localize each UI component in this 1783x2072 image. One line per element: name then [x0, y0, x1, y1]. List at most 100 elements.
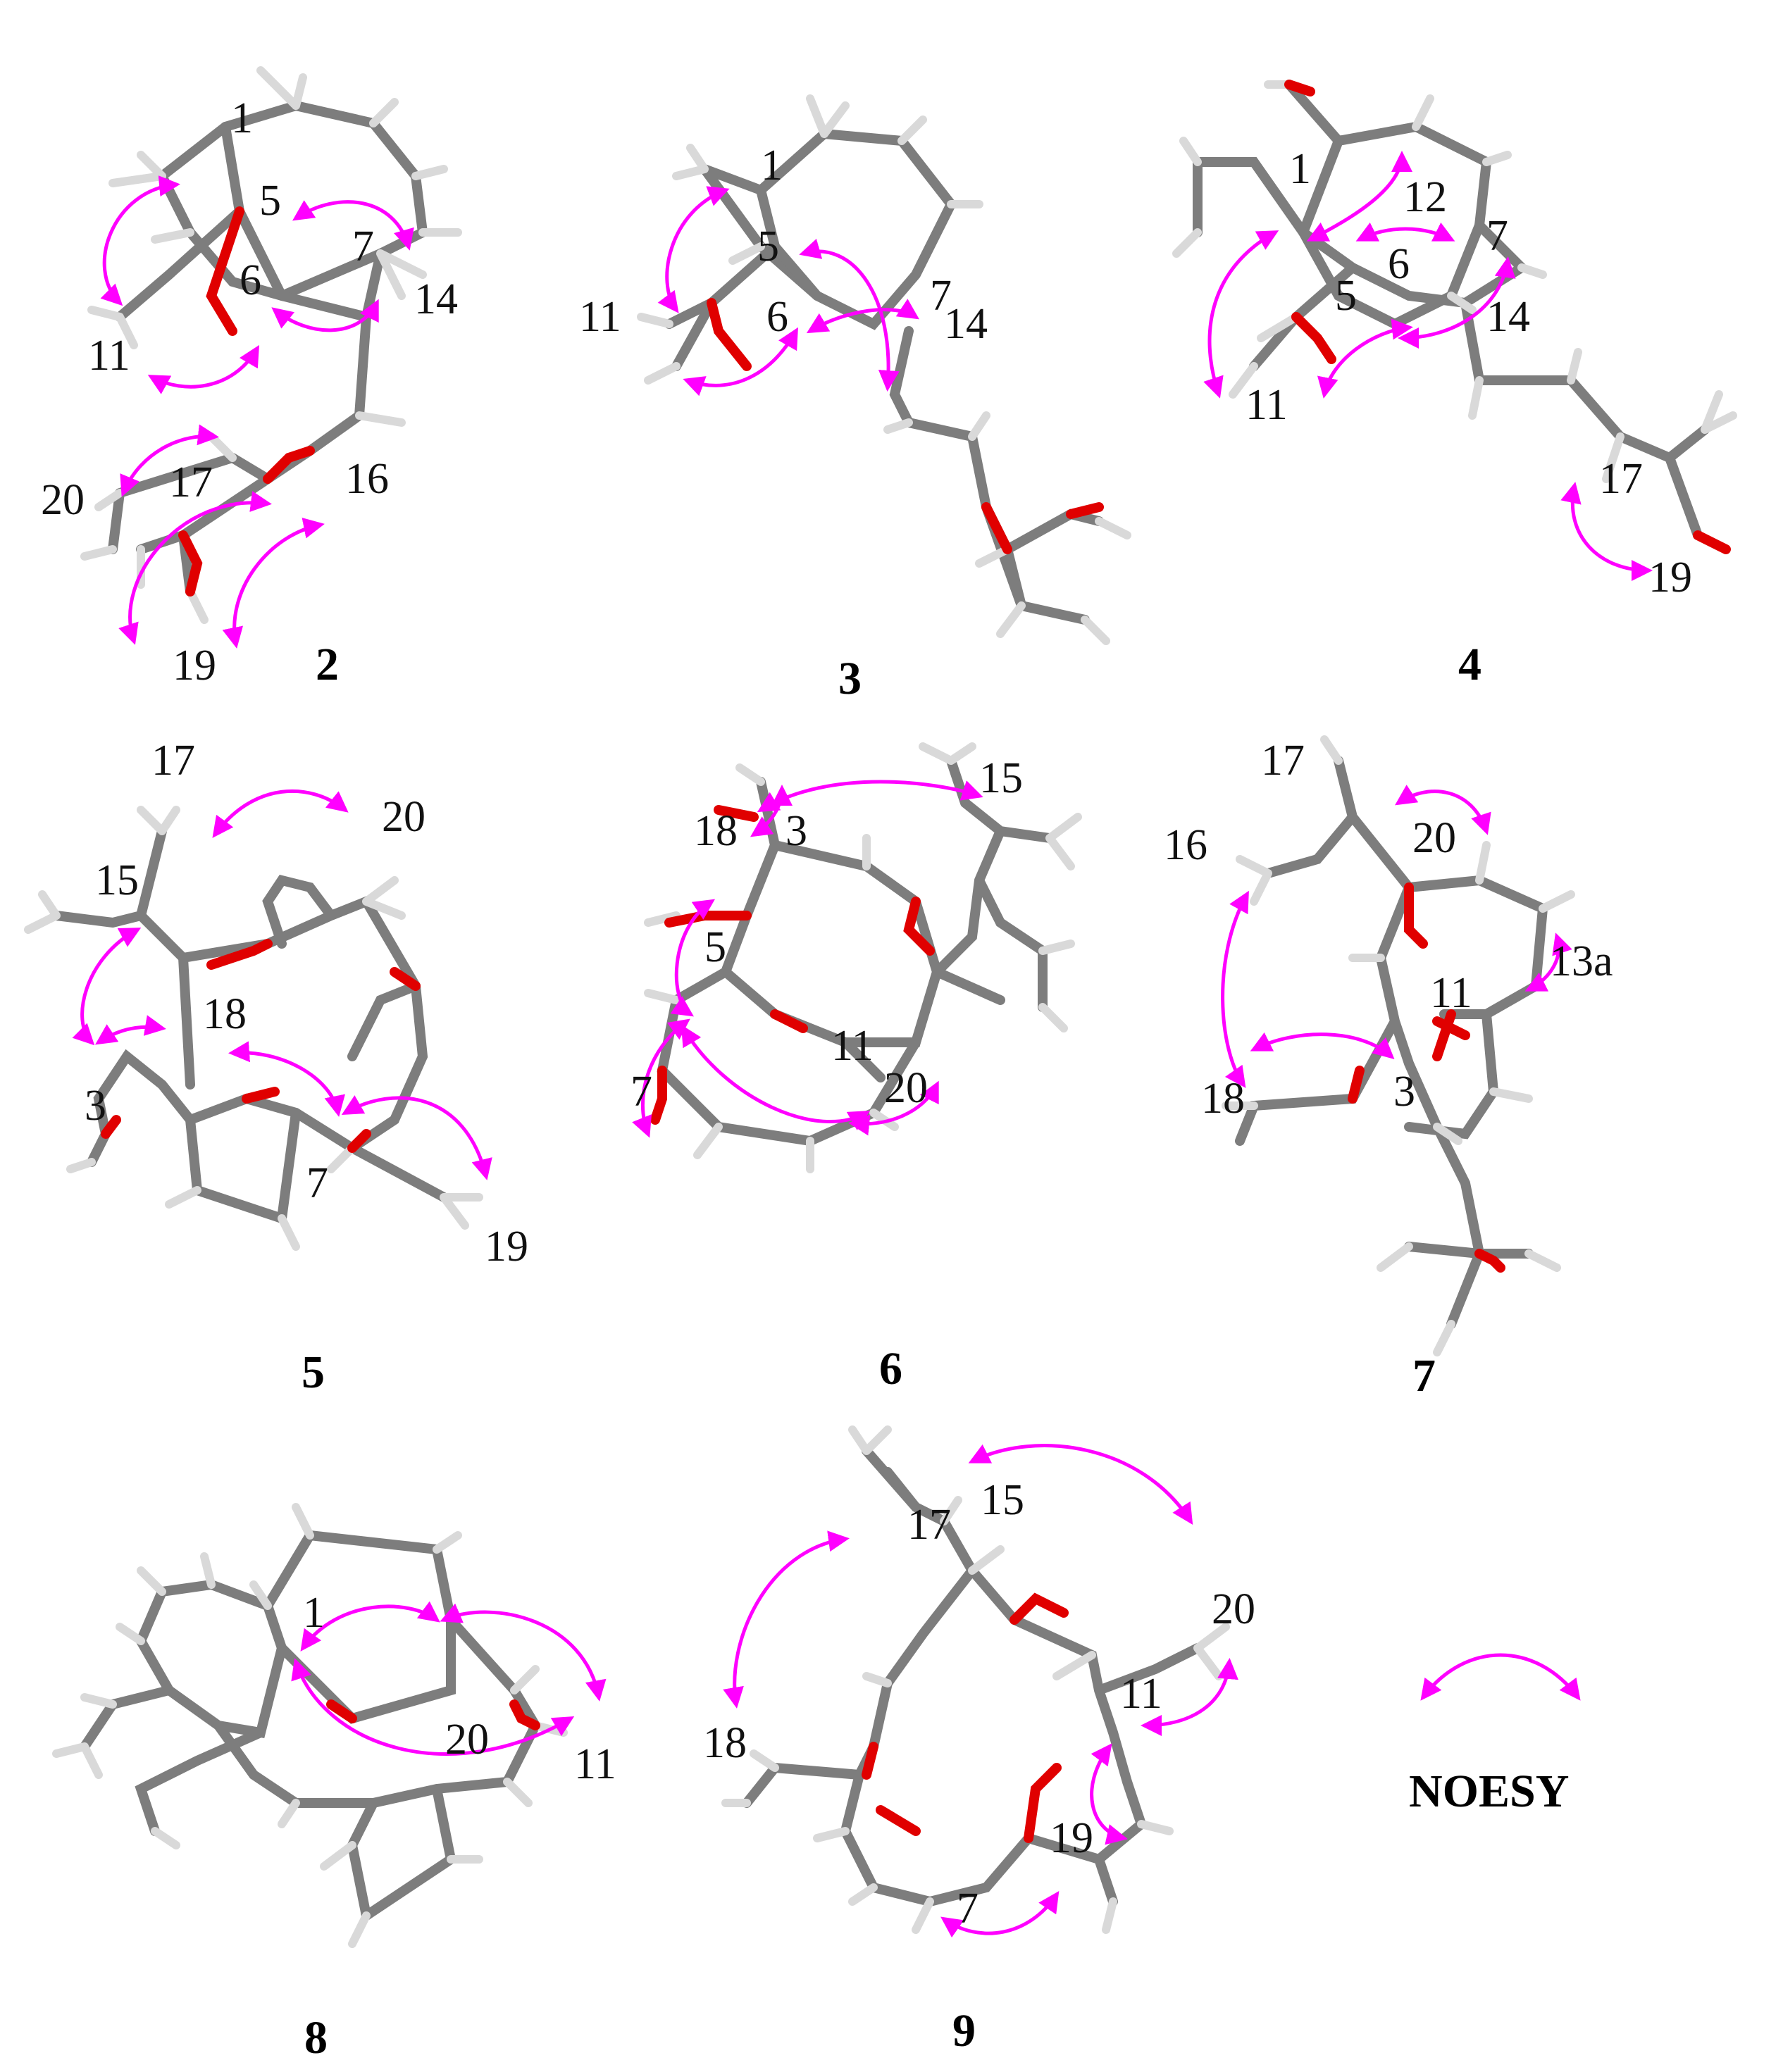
noe-arrow: [212, 789, 349, 838]
atom-label: 14: [1486, 293, 1530, 341]
atom-label: 17: [151, 737, 195, 785]
atom-label: 11: [574, 1740, 616, 1788]
compound-5-panel: 17 20 15 18 3 7 19 5: [24, 737, 528, 1398]
atom-label: 6: [240, 256, 261, 304]
atom-label: 16: [1164, 821, 1207, 869]
atom-label: 19: [1050, 1814, 1093, 1862]
compound-4-panel: 1 12 7 6 5 14 11 17 19 4: [1172, 80, 1737, 690]
atom-label: 1: [231, 94, 253, 142]
atom-label: 3: [85, 1082, 106, 1130]
atom-label: 1: [761, 142, 783, 189]
compound-3-panel: 1 5 7 11 6 14 3: [579, 94, 1131, 704]
noe-arrow: [147, 344, 260, 394]
noe-arrow: [72, 928, 142, 1046]
compound-4-model: [1172, 80, 1737, 554]
atom-label: 1: [303, 1589, 325, 1637]
noe-arrow: [968, 1444, 1193, 1525]
noe-arrow: [95, 1015, 166, 1045]
noe-arrow: [1203, 230, 1279, 399]
compound-6-panel: 15 18 3 5 11 20 7 6: [630, 742, 1082, 1394]
atom-label: 7: [306, 1159, 328, 1207]
noe-arrow: [681, 1024, 871, 1130]
atom-label: 20: [41, 476, 85, 524]
noe-arrow: [757, 780, 983, 813]
compound-7-model: [1222, 735, 1575, 1356]
noe-arrow: [632, 1018, 690, 1138]
noe-arrow: [271, 299, 379, 332]
atom-label: 20: [884, 1064, 928, 1112]
noe-arrow: [1355, 222, 1455, 242]
compound-number: 5: [302, 1347, 325, 1398]
noe-arrow: [1090, 1743, 1128, 1845]
noe-arrow: [848, 1080, 939, 1136]
noe-arrow: [100, 175, 180, 306]
atom-label: 11: [1430, 969, 1472, 1017]
compound-number: 2: [316, 639, 339, 690]
compound-9-panel: 15 17 20 11 18 19 7 9: [703, 1425, 1255, 2057]
compound-3-label-mask: [817, 648, 859, 680]
atom-label: 20: [445, 1716, 489, 1764]
atom-label: 16: [345, 455, 389, 503]
atom-label: 5: [1335, 272, 1357, 320]
legend-label: NOESY: [1409, 1766, 1569, 1817]
atom-label: 6: [766, 293, 788, 341]
noe-arrow: [1250, 1032, 1395, 1059]
noe-arrow: [1141, 1658, 1238, 1736]
atom-label: 7: [1486, 212, 1508, 260]
noe-arrow: [1317, 318, 1413, 399]
atom-label: 7: [630, 1068, 652, 1116]
atom-label: 11: [1245, 381, 1288, 429]
compound-number: 8: [304, 2012, 328, 2064]
atom-label: 3: [785, 807, 807, 855]
atom-label: 14: [414, 275, 458, 323]
atom-label: 15: [979, 754, 1023, 802]
noe-arrow: [806, 299, 919, 334]
atom-label: 20: [1412, 814, 1456, 862]
atom-label: 11: [1120, 1670, 1162, 1718]
atom-label: 5: [259, 177, 281, 225]
atom-label: 19: [173, 642, 216, 689]
atom-label: 18: [694, 807, 738, 855]
compound-number: 9: [952, 2005, 976, 2057]
atom-label: 11: [88, 332, 130, 380]
noe-arrow: [292, 200, 414, 251]
atom-label: 17: [1599, 455, 1643, 503]
noe-arrow: [120, 424, 219, 497]
atom-label: 7: [957, 1885, 979, 1933]
noe-arrow: [723, 1530, 850, 1709]
atom-label: 15: [981, 1476, 1024, 1524]
noe-arrow: [657, 186, 730, 313]
atom-label: 7: [930, 272, 952, 320]
noe-arrow: [750, 785, 793, 837]
noe-arrow: [683, 327, 798, 397]
atom-label: 6: [1388, 240, 1410, 288]
atom-label: 14: [944, 300, 988, 348]
compound-number: 7: [1412, 1350, 1436, 1402]
atom-label: 17: [1261, 737, 1305, 785]
compound-3-model: [637, 94, 1131, 645]
atom-label: 19: [485, 1223, 528, 1271]
noesy-legend-arrow: [1420, 1653, 1581, 1701]
noe-arrow: [940, 1891, 1060, 1938]
noe-arrow: [1221, 890, 1249, 1088]
noe-arrow: [341, 1095, 492, 1180]
atom-label: 12: [1403, 173, 1447, 221]
atom-label: 17: [169, 458, 213, 506]
atom-label: 7: [352, 223, 374, 270]
atom-label: 20: [382, 793, 425, 841]
noe-arrow: [118, 491, 272, 645]
noe-arrow: [1395, 785, 1491, 835]
atom-label: 1: [1289, 145, 1311, 193]
compound-number: 3: [838, 653, 862, 704]
atom-label: 5: [757, 223, 779, 270]
noe-arrow: [440, 1603, 607, 1702]
compound-7-panel: 17 16 20 13a 11 18 3 7: [1164, 735, 1613, 1402]
compound-2-panel: 1 5 7 6 14 11 20 17 16 19 2: [41, 66, 462, 690]
atom-label: 18: [203, 990, 247, 1038]
noe-arrow: [1560, 482, 1653, 581]
legend: NOESY: [1409, 1653, 1581, 1817]
atom-label: 20: [1212, 1585, 1255, 1633]
atom-label: 18: [703, 1719, 747, 1767]
